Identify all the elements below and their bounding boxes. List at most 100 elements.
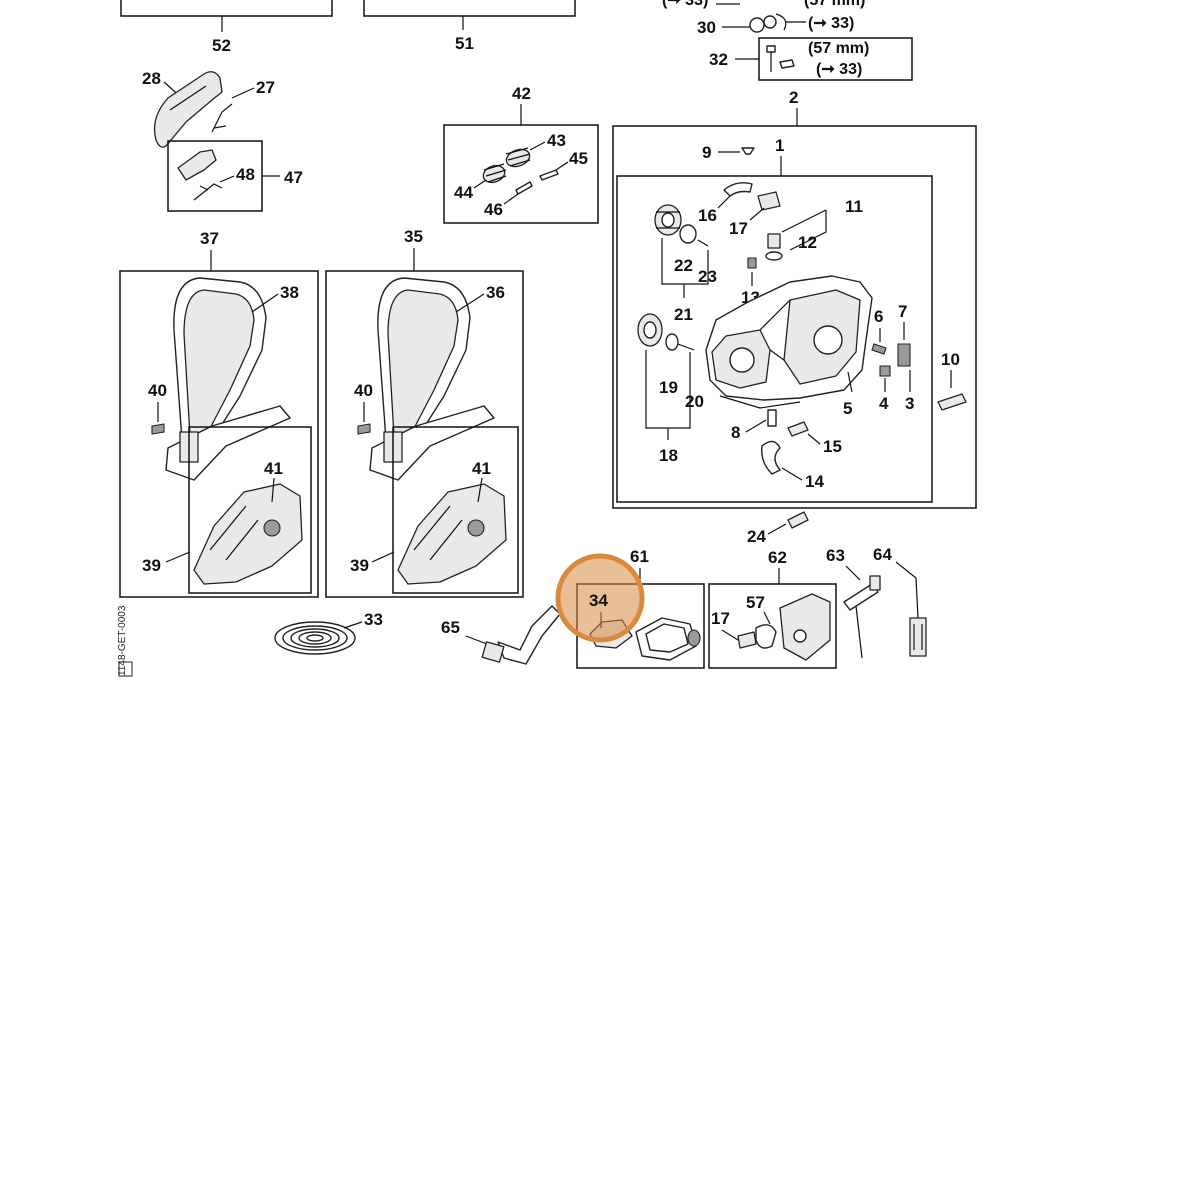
valve-57-icon [755,624,777,649]
stud-8-icon [767,409,777,427]
label-23[interactable]: 23 [698,267,717,286]
label-19[interactable]: 19 [659,378,678,397]
screw-40b-icon [357,423,371,435]
label-11[interactable]: 11 [845,197,863,216]
label-9[interactable]: 9 [702,143,711,162]
label-61[interactable]: 61 [630,547,649,566]
handlebar-38-icon [165,277,291,481]
label-37[interactable]: 37 [200,229,219,248]
label-39a[interactable]: 39 [142,556,161,575]
label-15[interactable]: 15 [823,437,842,456]
washer-12-icon [765,251,783,261]
pin-10-icon [937,393,967,411]
label-52[interactable]: 52 [212,36,231,55]
label-21[interactable]: 21 [674,305,693,324]
label-17[interactable]: 17 [729,219,748,238]
label-16[interactable]: 16 [698,206,717,225]
label-63[interactable]: 63 [826,546,845,565]
label-17b[interactable]: 17 [711,609,730,628]
label-5[interactable]: 5 [843,399,852,418]
label-14[interactable]: 14 [805,472,824,491]
oil-seal-22-icon [654,204,682,236]
label-30[interactable]: 30 [697,18,716,37]
see-33-ref-30: (➞ 33) [808,15,854,32]
highlight-circle[interactable] [555,553,645,643]
label-22[interactable]: 22 [674,256,693,275]
label-43[interactable]: 43 [547,131,566,150]
group-65: 65 [441,605,561,665]
label-42[interactable]: 42 [512,84,531,103]
cover-62-icon [779,593,831,661]
label-3[interactable]: 3 [905,394,914,413]
group-37: 37 38 40 41 39 [119,229,319,598]
label-18[interactable]: 18 [659,446,678,465]
group-35: 35 36 40 41 39 [325,227,524,598]
ring-23-icon [679,224,697,244]
label-34[interactable]: 34 [589,591,608,610]
label-4[interactable]: 4 [879,394,889,413]
stud-24-icon [787,511,809,529]
seal-ring-icon [687,629,701,647]
label-35[interactable]: 35 [404,227,423,246]
label-2[interactable]: 2 [789,88,798,107]
fitting-17b-icon [737,631,757,649]
screw-45-icon [539,169,559,181]
label-51[interactable]: 51 [455,34,474,53]
box-1 [616,175,933,503]
group-61: 61 34 [555,547,705,669]
label-46[interactable]: 46 [484,200,503,219]
group-52: 52 [120,0,333,55]
label-32[interactable]: 32 [709,50,728,69]
spring-44-icon [482,163,507,184]
label-40b[interactable]: 40 [354,381,373,400]
pin-6-icon [871,343,887,355]
label-57[interactable]: 57 [746,593,765,612]
wrench-63-icon [843,575,881,659]
elbow-65-icon [481,605,561,665]
hose-16-icon [723,182,753,197]
label-33[interactable]: 33 [364,610,383,629]
box-39b [392,426,519,594]
box-42 [443,124,599,224]
label-45[interactable]: 45 [569,149,588,168]
label-7[interactable]: 7 [898,302,907,321]
label-62[interactable]: 62 [768,548,787,567]
group-30-32: (➞ 33) (57 mm) 30 (➞ 33) 32 (57 mm) (➞ 3… [662,0,913,81]
see-33-ref-32: (➞ 33) [816,61,862,78]
handlebar-36-icon [369,277,495,481]
screw-9-icon [741,147,755,155]
label-12[interactable]: 12 [798,233,817,252]
handle-28-icon [153,71,223,148]
group-63: 63 [826,546,881,659]
label-65[interactable]: 65 [441,618,460,637]
label-6[interactable]: 6 [874,307,883,326]
screw-46-icon [515,181,533,195]
label-36[interactable]: 36 [486,283,505,302]
box-37 [119,270,319,598]
label-24[interactable]: 24 [747,527,766,546]
label-20[interactable]: 20 [685,392,704,411]
label-28[interactable]: 28 [142,69,161,88]
side-code: 1148-GET-0003 [117,605,128,676]
label-38[interactable]: 38 [280,283,299,302]
label-47[interactable]: 47 [284,168,303,187]
group-2: 2 9 1 22 23 21 16 17 11 12 13 [612,88,977,509]
label-27[interactable]: 27 [256,78,275,97]
label-64[interactable]: 64 [873,545,892,564]
box-39a [188,426,312,594]
label-39b[interactable]: 39 [350,556,369,575]
label-48[interactable]: 48 [236,165,255,184]
label-41b[interactable]: 41 [472,459,491,478]
label-10[interactable]: 10 [941,350,960,369]
label-1[interactable]: 1 [775,136,784,155]
fitting-15-icon [787,421,809,437]
label-40a[interactable]: 40 [148,381,167,400]
label-8[interactable]: 8 [731,423,740,442]
label-44[interactable]: 44 [454,183,473,202]
oil-seal-19-icon [637,313,663,347]
label-41a[interactable]: 41 [264,459,283,478]
nut-4-icon [879,365,891,377]
screw-40a-icon [151,423,165,435]
lever-48-icon [177,149,217,181]
